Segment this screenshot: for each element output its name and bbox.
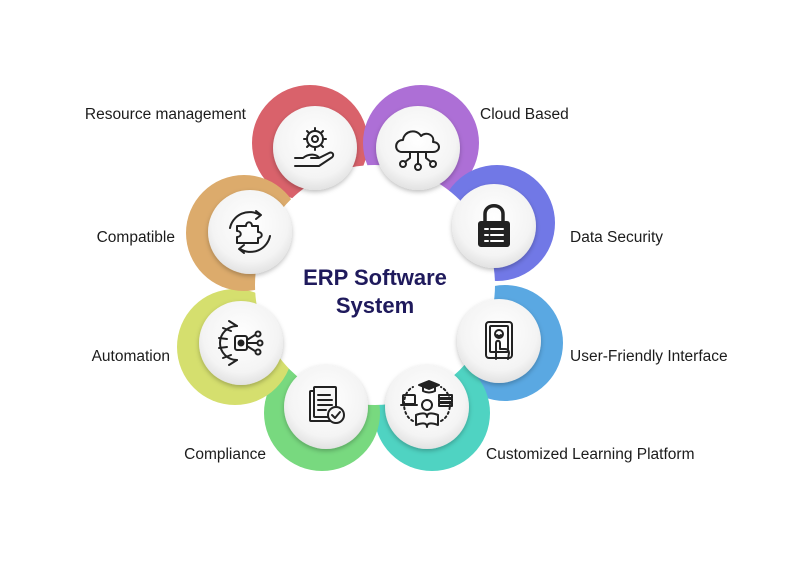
label-customized-learning-platform: Customized Learning Platform [486,446,695,463]
touch-screen-icon [485,321,513,360]
label-compatible: Compatible [96,229,175,246]
label-cloud-based: Cloud Based [480,106,569,123]
title-line-1: ERP Software [303,265,447,290]
center-circle [255,165,495,405]
diagram-title: ERP Software System [270,264,480,320]
cloud-network-icon [395,130,440,171]
document-check-icon [309,386,345,424]
label-compliance: Compliance [184,446,266,463]
bubble-compatible [208,190,292,274]
label-user-friendly-interface: User-Friendly Interface [570,348,728,365]
label-resource-management: Resource management [84,106,246,123]
padlock-icon [478,204,510,247]
label-automation: Automation [91,348,170,365]
automation-gear-icon [218,320,264,366]
bubble-cloud-based [376,106,460,190]
title-line-2: System [335,293,415,318]
label-data-security: Data Security [570,229,664,246]
gear-hand-icon [294,127,335,167]
learning-icon [400,380,453,428]
puzzle-sync-icon [229,210,271,254]
bubble-customized-learning-platform [385,365,469,449]
